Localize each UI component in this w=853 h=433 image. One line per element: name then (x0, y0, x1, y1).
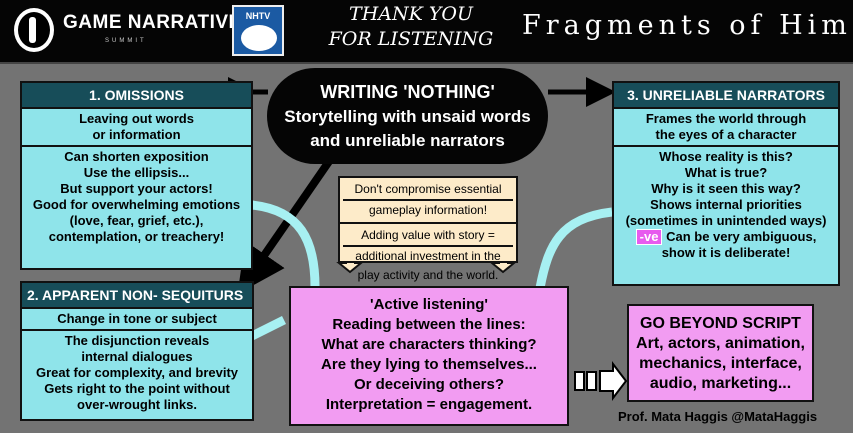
non-sequiturs-definition: Change in tone or subject (22, 309, 252, 331)
non-sequiturs-title: 2. APPARENT NON- SEQUITURS (22, 283, 252, 309)
unreliable-details: Whose reality is this?What is true?Why i… (625, 149, 827, 260)
game-title: Fragments of Him (522, 10, 852, 41)
curve-unreliable-active (535, 207, 613, 289)
nhtv-emblem-icon (241, 25, 277, 51)
thanks-line-1: THANK YOU (349, 3, 473, 25)
nhtv-logo: NHTV (232, 5, 284, 56)
video-header-bar: GAME NARRATIVE SUMMIT NHTV THANK YOU FOR … (0, 0, 853, 62)
main-subtitle-line-2: and unreliable narrators (310, 131, 505, 150)
nhtv-label: NHTV (245, 11, 271, 21)
main-title: WRITING 'NOTHING' (320, 82, 495, 102)
beyond-arrow-icon (599, 361, 628, 401)
negative-badge: -ve (635, 229, 663, 245)
summit-subtitle: SUMMIT (105, 38, 147, 44)
summit-title: GAME NARRATIVE (63, 12, 242, 33)
unreliable-panel: 3. UNRELIABLE NARRATORS Frames the world… (612, 81, 840, 286)
presenter-credit: Prof. Mata Haggis @MataHaggis (618, 409, 818, 424)
connector-main-nonseq (237, 157, 334, 294)
summit-logo-icon (14, 8, 54, 52)
curve-omissions-active (251, 200, 320, 288)
non-sequiturs-panel: 2. APPARENT NON- SEQUITURS Change in ton… (20, 281, 254, 421)
active-listening-panel: 'Active listening'Reading between the li… (289, 286, 569, 426)
stream-a (574, 371, 585, 391)
curve-nonseq-active (247, 315, 287, 342)
gameplay-value: Adding value with story =additional inve… (340, 224, 516, 287)
thanks-line-2: FOR LISTENING (328, 28, 494, 50)
main-subtitle-line-1: Storytelling with unsaid words (284, 107, 531, 126)
unreliable-title: 3. UNRELIABLE NARRATORS (614, 83, 838, 109)
omissions-title: 1. OMISSIONS (22, 83, 251, 109)
thank-you-banner: THANK YOU FOR LISTENING (318, 2, 504, 58)
stream-b (586, 371, 597, 391)
main-topic-panel: WRITING 'NOTHING' Storytelling with unsa… (267, 68, 548, 164)
